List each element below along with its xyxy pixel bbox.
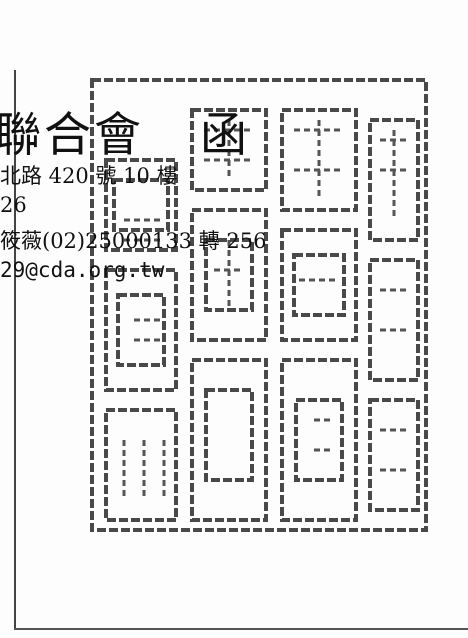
address-line: 北路 420 號 10 樓 bbox=[0, 164, 178, 188]
seal-glyph bbox=[280, 108, 358, 212]
seal-glyph bbox=[190, 208, 268, 342]
postal-line: 26 bbox=[0, 193, 27, 217]
seal-glyph bbox=[116, 293, 166, 367]
seal-graphic bbox=[90, 78, 428, 532]
seal-glyph bbox=[190, 108, 268, 192]
seal-glyph bbox=[368, 258, 420, 382]
seal-glyph bbox=[204, 388, 254, 482]
seal-strokes bbox=[122, 218, 166, 500]
seal-glyph bbox=[280, 228, 358, 342]
seal-strokes bbox=[294, 120, 344, 452]
title-organization: 聯合會 bbox=[0, 108, 144, 163]
seal-glyph bbox=[204, 238, 254, 312]
seal-glyph bbox=[190, 358, 268, 522]
seal-strokes bbox=[380, 130, 408, 472]
seal-glyph bbox=[368, 118, 420, 242]
seal-glyph bbox=[104, 268, 178, 392]
seal-glyph bbox=[104, 408, 178, 522]
seal-glyph bbox=[294, 398, 344, 482]
seal-glyph bbox=[292, 253, 346, 317]
seal-frame bbox=[90, 78, 428, 532]
title-letter-type: 函 bbox=[200, 108, 250, 163]
email-line: 29@cda.org.tw bbox=[0, 258, 165, 282]
scan-border-left bbox=[14, 70, 16, 630]
seal-glyph bbox=[280, 358, 358, 522]
scan-border-bottom bbox=[14, 628, 468, 630]
seal-glyph bbox=[104, 158, 178, 252]
official-seal-stamp bbox=[84, 70, 434, 540]
seal-strokes bbox=[204, 120, 254, 310]
contact-line: 筱薇(02)25000133 轉 256 bbox=[0, 229, 267, 253]
seal-glyph bbox=[368, 398, 420, 512]
seal-glyph bbox=[112, 178, 170, 232]
letterhead-title: 聯合會 函 bbox=[0, 96, 250, 165]
